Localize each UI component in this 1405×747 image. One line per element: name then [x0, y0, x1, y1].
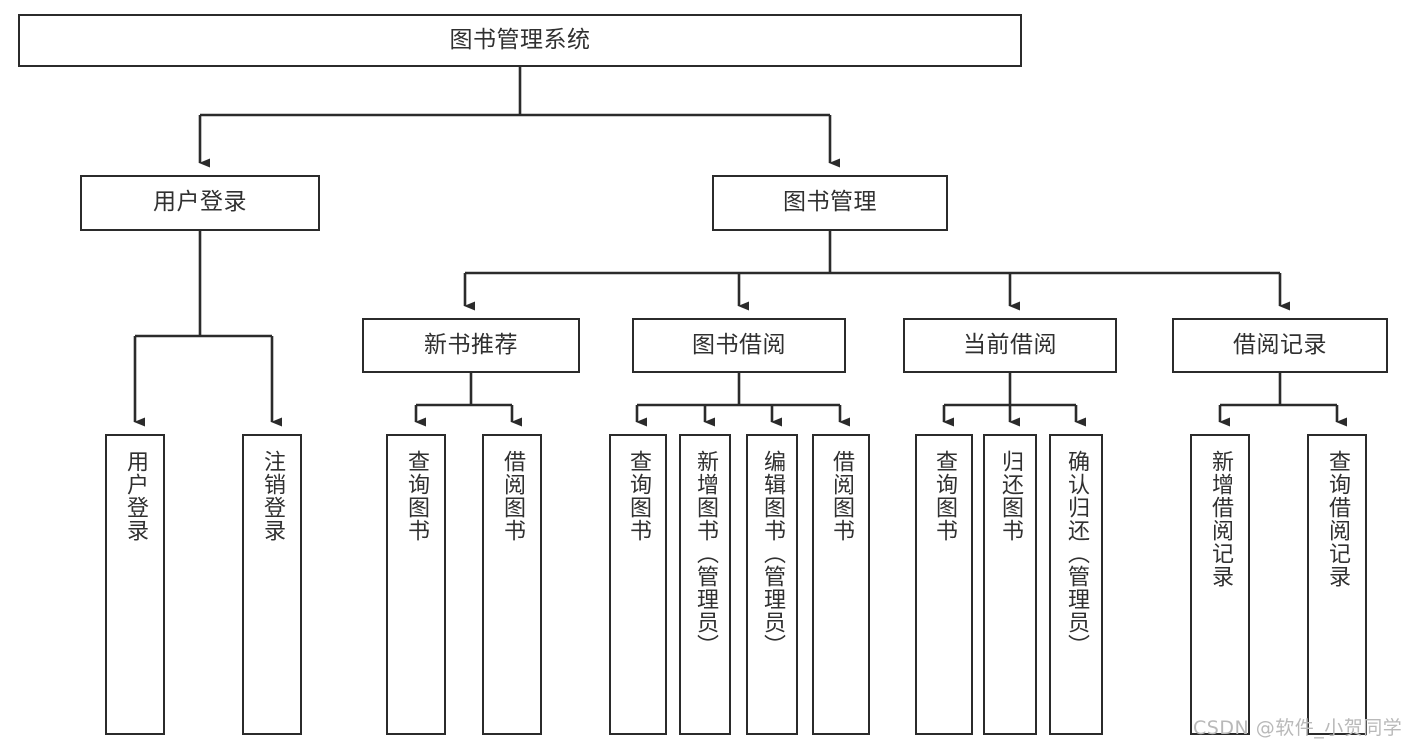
node-new-book-rec[interactable]: 新书推荐 [362, 318, 580, 373]
node-label: 查询借阅记录 [1324, 450, 1350, 588]
node-leaf-logout[interactable]: 注销登录 [242, 434, 302, 735]
node-label: 新增图书（管理员） [692, 450, 718, 657]
node-leaf-confirm[interactable]: 确认归还（管理员） [1049, 434, 1103, 735]
node-leaf-return[interactable]: 归还图书 [983, 434, 1037, 735]
node-leaf-user-login[interactable]: 用户登录 [105, 434, 165, 735]
node-leaf-query-rec[interactable]: 查询借阅记录 [1307, 434, 1367, 735]
watermark-text: CSDN @软件_小贺同学 [1193, 717, 1403, 739]
node-label: 借阅图书 [828, 450, 854, 542]
node-label: 注销登录 [259, 450, 285, 542]
node-label: 借阅记录 [1233, 331, 1327, 358]
node-label: 图书管理系统 [449, 26, 591, 53]
node-label: 查询图书 [931, 450, 957, 542]
node-label: 确认归还（管理员） [1063, 450, 1089, 657]
node-user-login[interactable]: 用户登录 [80, 175, 320, 231]
node-label: 图书借阅 [692, 331, 786, 358]
node-leaf-query-3[interactable]: 查询图书 [915, 434, 973, 735]
node-leaf-add-book[interactable]: 新增图书（管理员） [679, 434, 731, 735]
node-label: 查询图书 [403, 450, 429, 542]
node-label: 编辑图书（管理员） [759, 450, 785, 657]
node-label: 图书管理 [783, 189, 877, 216]
node-book-manage[interactable]: 图书管理 [712, 175, 948, 231]
node-book-borrow[interactable]: 图书借阅 [632, 318, 846, 373]
node-label: 查询图书 [625, 450, 651, 542]
node-root[interactable]: 图书管理系统 [18, 14, 1022, 67]
node-label: 用户登录 [153, 189, 247, 216]
node-label: 用户登录 [122, 450, 148, 542]
node-label: 借阅图书 [499, 450, 525, 542]
node-borrow-record[interactable]: 借阅记录 [1172, 318, 1388, 373]
node-leaf-add-rec[interactable]: 新增借阅记录 [1190, 434, 1250, 735]
node-leaf-query-1[interactable]: 查询图书 [386, 434, 446, 735]
node-label: 新增借阅记录 [1207, 450, 1233, 588]
node-label: 新书推荐 [424, 331, 518, 358]
node-current-borrow[interactable]: 当前借阅 [903, 318, 1117, 373]
node-leaf-borrow-1[interactable]: 借阅图书 [482, 434, 542, 735]
node-leaf-query-2[interactable]: 查询图书 [609, 434, 667, 735]
node-label: 当前借阅 [963, 331, 1057, 358]
node-leaf-borrow-2[interactable]: 借阅图书 [812, 434, 870, 735]
node-label: 归还图书 [997, 450, 1023, 542]
node-leaf-edit-book[interactable]: 编辑图书（管理员） [746, 434, 798, 735]
